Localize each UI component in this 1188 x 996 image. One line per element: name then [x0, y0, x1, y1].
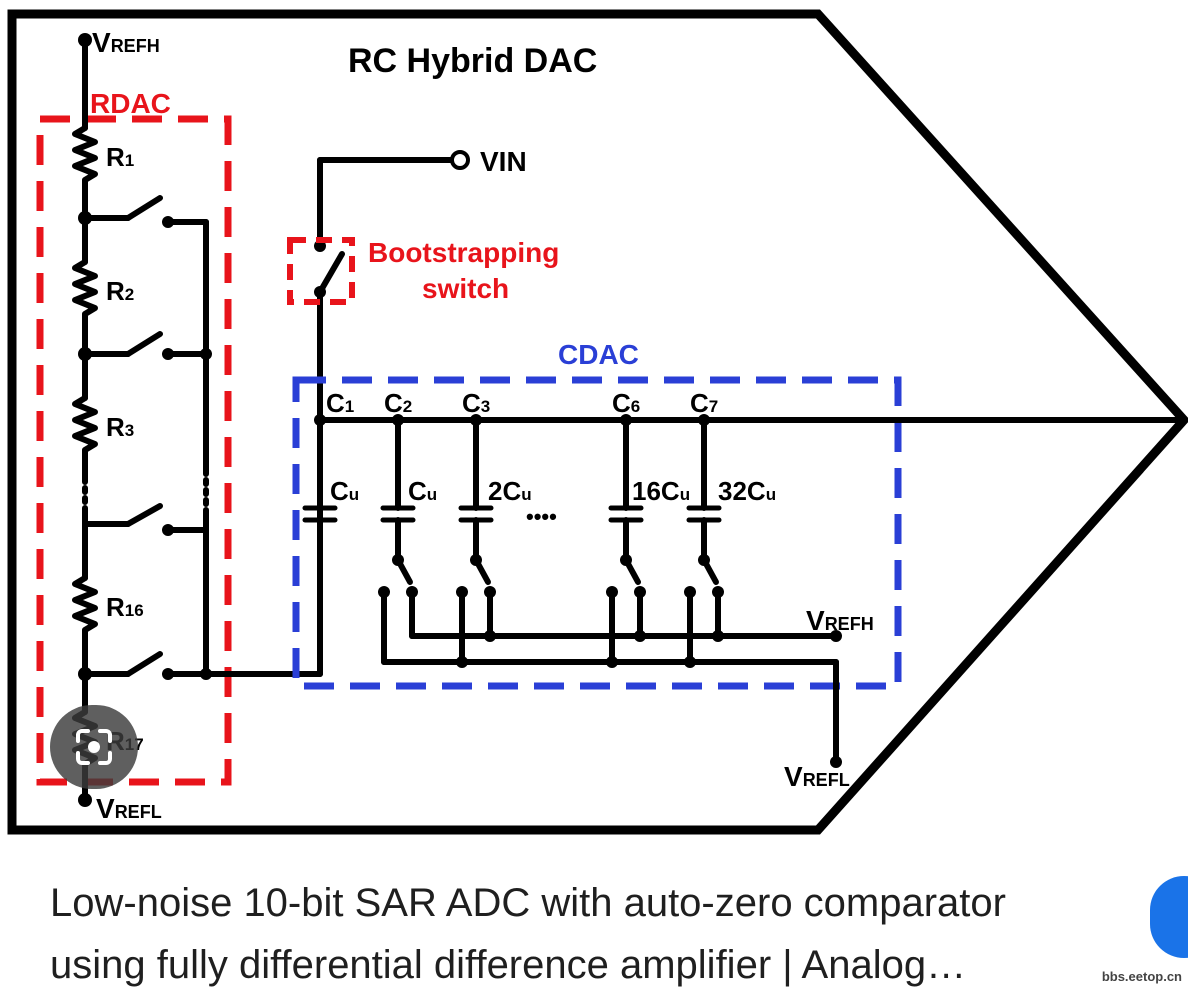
vin-path: [314, 150, 470, 677]
r16-label: R16: [106, 592, 144, 622]
vrefl-right-label: VREFL: [784, 761, 850, 792]
resistor-r2: [72, 259, 98, 357]
c1-name: C1: [326, 388, 354, 418]
vin-label: VIN: [480, 146, 527, 177]
c3-name: C3: [462, 388, 490, 418]
diagram-title: RC Hybrid DAC: [348, 42, 597, 80]
rdac-box: [36, 115, 232, 786]
c2-value: Cu: [408, 476, 437, 506]
bootstrap-label-1: Bootstrapping: [368, 237, 559, 268]
c7-value: 32Cu: [718, 476, 776, 506]
caption-line-1: Low-noise 10-bit SAR ADC with auto-zero …: [50, 881, 1006, 925]
c3-value: 2Cu: [488, 476, 532, 506]
c1-value: Cu: [330, 476, 359, 506]
lens-search-button[interactable]: [50, 705, 138, 789]
bootstrap-label-2: switch: [422, 273, 509, 304]
r1-label: R1: [106, 142, 134, 172]
caption-line-2: using fully differential difference ampl…: [50, 943, 967, 987]
bootstrap-box: [287, 237, 355, 305]
capacitor-ellipsis: ••••: [526, 504, 557, 529]
vrefh-right-label: VREFH: [806, 605, 874, 636]
resistor-r3: [72, 395, 98, 481]
lens-search-icon: [76, 729, 112, 765]
vrefh-top-label: VREFH: [92, 27, 160, 58]
rdac-label: RDAC: [90, 88, 171, 119]
c6-name: C6: [612, 388, 640, 418]
cdac-box: [292, 376, 902, 690]
vrefl-bottom-node: [78, 793, 92, 807]
rc-hybrid-dac-diagram: RC Hybrid DAC RDAC VREFH R1 R2 R3 R16 R1…: [7, 9, 1188, 835]
capacitor-array: [302, 414, 842, 768]
result-caption[interactable]: Low-noise 10-bit SAR ADC with auto-zero …: [50, 872, 1130, 996]
side-action-button[interactable]: [1150, 876, 1188, 958]
c2-name: C2: [384, 388, 412, 418]
watermark: bbs.eetop.cn: [1101, 969, 1182, 984]
cdac-label: CDAC: [558, 339, 639, 370]
c6-value: 16Cu: [632, 476, 690, 506]
r3-label: R3: [106, 412, 134, 442]
resistor-r1: [72, 125, 98, 221]
r2-label: R2: [106, 276, 134, 306]
c7-name: C7: [690, 388, 718, 418]
rdac-switches: [82, 195, 323, 680]
resistor-r16: [72, 575, 98, 677]
vrefl-bottom-label: VREFL: [96, 793, 162, 824]
